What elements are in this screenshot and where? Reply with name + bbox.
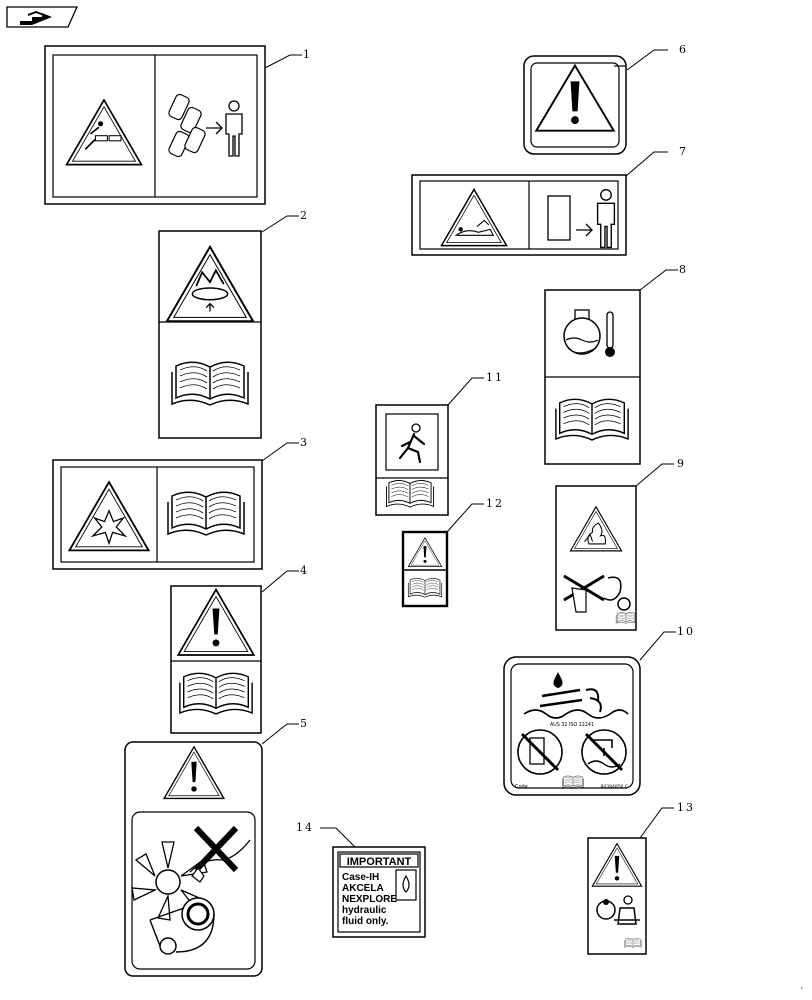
callout-11: 11 <box>486 371 504 384</box>
fluid-can-icon <box>395 869 417 901</box>
coolant-temperature-icon <box>563 309 615 357</box>
exclamation-warning-icon <box>177 588 255 656</box>
machine-outline-icon <box>547 195 571 241</box>
decal-3-explosion-hazard[interactable] <box>52 459 263 570</box>
arrow-right-icon <box>206 121 223 135</box>
decal-5-fan-belt-hazard[interactable] <box>124 741 263 977</box>
fire-warning-icon <box>569 506 623 552</box>
exclamation-warning-icon <box>534 63 616 132</box>
decal-9-fire-hazard[interactable] <box>555 485 637 631</box>
no-diesel-icon <box>517 729 563 775</box>
callout-13: 13 <box>677 801 695 814</box>
notice-line-5: fluid only. <box>342 916 389 927</box>
navigation-button[interactable] <box>6 6 78 28</box>
callout-14: 14 <box>296 821 314 834</box>
callouts: 1 2 3 4 5 6 7 8 9 10 11 12 13 14 <box>261 43 695 849</box>
callout-9: 9 <box>677 457 686 470</box>
arrow-right-icon <box>576 223 593 237</box>
callout-6: 6 <box>679 43 688 56</box>
decal-13-operator-seat-warning[interactable] <box>587 837 647 955</box>
running-person-icon <box>398 423 426 464</box>
exclamation-warning-icon <box>591 843 643 887</box>
callout-7: 7 <box>679 145 688 158</box>
decal-1-crush-hazard[interactable] <box>44 45 266 205</box>
decal-8-hot-coolant[interactable] <box>544 289 641 465</box>
prohibited-hand-icon <box>189 825 251 883</box>
crush-warning-icon <box>65 99 143 166</box>
decal-14-hydraulic-fluid-notice[interactable]: IMPORTANT Case-IH AKCELA NEXPLORE hydrau… <box>332 846 426 938</box>
notice-line-2: AKCELA <box>342 883 384 894</box>
decal-code-label: Code <box>515 784 528 790</box>
exclamation-warning-icon <box>407 537 443 568</box>
callout-12: 12 <box>486 497 504 510</box>
svg-text:`: ` <box>800 986 804 996</box>
def-standard-label: AUS 32 ISO 22241 <box>550 722 594 728</box>
pulley-icon <box>149 897 215 955</box>
decal-7-runover-hazard[interactable] <box>411 174 627 256</box>
exclamation-warning-icon <box>163 746 225 800</box>
callout-8: 8 <box>679 263 688 276</box>
notice-line-4: hydraulic <box>342 905 387 916</box>
callout-10: 10 <box>677 625 695 638</box>
callout-4: 4 <box>300 564 309 577</box>
decal-6-warning-sign[interactable] <box>523 55 627 155</box>
decal-part-number: 84384856 C <box>601 784 628 790</box>
explosion-warning-icon <box>68 481 150 552</box>
callout-3: 3 <box>300 436 309 449</box>
rotating-blades-icon <box>168 93 206 158</box>
entanglement-warning-icon <box>165 245 255 323</box>
callout-2: 2 <box>300 209 309 222</box>
no-open-flame-icon <box>563 574 631 613</box>
notice-line-3: NEXPLORE <box>342 894 397 905</box>
decal-11-emergency-exit[interactable] <box>375 404 449 516</box>
notice-line-1: Case-IH <box>342 872 379 883</box>
callout-5: 5 <box>300 717 309 730</box>
arrow-book-icon <box>6 6 78 28</box>
operator-seat-icon <box>596 895 640 925</box>
callout-1: 1 <box>303 48 312 61</box>
decal-12-warning-read-manual[interactable] <box>401 530 449 608</box>
runover-warning-icon <box>440 188 508 247</box>
decal-4-general-warning[interactable] <box>170 585 262 734</box>
decal-2-entanglement-hazard[interactable] <box>158 230 262 439</box>
def-splash-icon <box>523 672 629 719</box>
decal-10-def-fluid[interactable]: AUS 32 ISO 22241 Code 84384856 C <box>503 656 641 796</box>
no-water-icon <box>581 729 627 775</box>
important-heading: IMPORTANT <box>347 856 412 868</box>
